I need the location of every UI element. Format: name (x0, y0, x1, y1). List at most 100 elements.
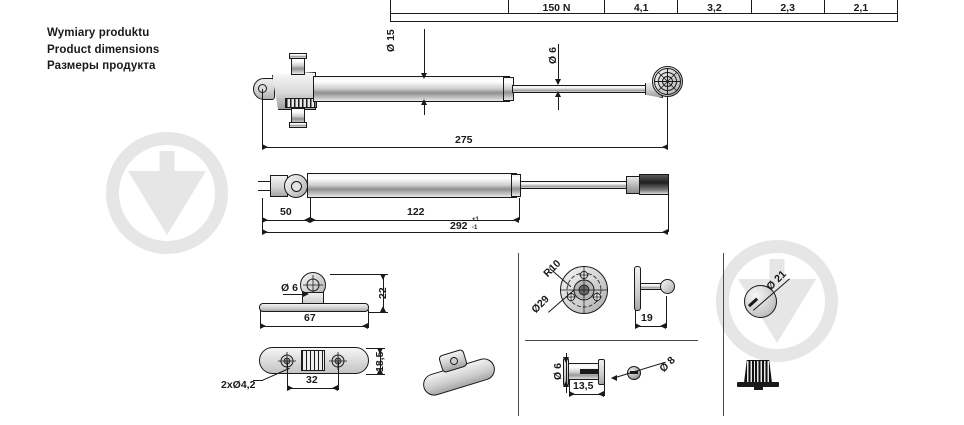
spec-table-last-row: 150 N 4,1 3,2 2,3 2,1 (390, 0, 898, 14)
view1-cylinder-diameter-label: Ø 15 (385, 29, 397, 52)
view2-end-fitting-block (639, 174, 669, 195)
view3-dim22-label: 22 (377, 287, 389, 299)
view2-dim50-arrow-left (262, 217, 268, 223)
view1-diameter-ext-line2 (424, 101, 425, 115)
view2-right-extension-line (668, 195, 669, 232)
view4-dim32-arrow-left (287, 385, 293, 391)
view5-dim19-ext-right (666, 296, 667, 328)
view4-dim32-ext-left (287, 362, 288, 390)
view4-holes-leader-h (253, 380, 263, 381)
view1-bracket-stud-bottom-cap (289, 122, 307, 128)
view5-dim19-arrow-right (660, 323, 666, 329)
view3-dim67-ext-right (368, 310, 369, 328)
table-cell: 3,2 (678, 0, 752, 13)
view8-plug-body (744, 360, 772, 383)
view2-fork-prong-bottom (258, 190, 276, 191)
detail-panel-divider (525, 340, 698, 341)
view2-total-arrow-right (662, 229, 668, 235)
view2-total-arrow-left (262, 229, 268, 235)
title-pl: Wymiary produktu (47, 27, 150, 39)
view3-pin-leader (283, 294, 307, 295)
view1-length-arrow-right (662, 144, 668, 150)
view1-rod-ext-line (558, 44, 559, 84)
view3-pin-diameter-label: Ø 6 (281, 282, 298, 294)
view3-dim22-line (383, 274, 384, 312)
view6-dim135-label: 13,5 (573, 380, 594, 392)
view4-dim32-label: 32 (306, 374, 318, 386)
view2-dim122-arrow-left (310, 217, 316, 223)
view1-diameter-ext-line (424, 29, 425, 77)
view8-plug-flange (737, 382, 779, 387)
view8-plug-tip (754, 386, 763, 390)
view2-piston-rod (520, 181, 630, 189)
view3-dim67-label: 67 (304, 312, 316, 324)
view2-50-extension-line (310, 198, 311, 220)
page-title-block: Wymiary produktu Product dimensions Разм… (47, 25, 159, 75)
view5-dim19-ext-left (635, 310, 636, 328)
view1-bracket-stud-top (291, 57, 305, 75)
view5-flange-detail (560, 266, 608, 314)
view6-ball-diameter-label: Ø 8 (657, 354, 678, 375)
view3-dim22-ext-top (330, 274, 388, 275)
view6-dim135-arrow-right (598, 391, 604, 397)
watermark-left (106, 132, 228, 254)
view3-dim22-arrow-bottom (380, 306, 386, 312)
view3-dim67-line (260, 326, 368, 327)
view1-cylinder-body (313, 76, 510, 102)
view1-piston-rod (512, 85, 650, 93)
view6-diameter-arrow-bottom (563, 381, 569, 387)
view1-eyelet-centerline (262, 89, 263, 147)
view2-total-label: 292 (450, 220, 468, 232)
view4-dim32-arrow-right (332, 385, 338, 391)
spec-table-bottom-edge (390, 14, 898, 22)
view1-diameter-arrow-bottom (421, 99, 427, 105)
view2-dim122-line (310, 220, 519, 221)
view1-length-dim-line (262, 147, 668, 148)
view6-dim135-arrow-left (569, 391, 575, 397)
view2-end-collar (626, 176, 640, 194)
table-cell: 2,1 (853, 1, 869, 14)
view1-rod-diameter-label: Ø 6 (547, 47, 559, 64)
view3-dim67-arrow-left (260, 323, 266, 329)
table-cell: 2,3 (752, 0, 825, 13)
view2-dim122-arrow-right (513, 217, 519, 223)
view2-tolerance-minus: -1 (472, 225, 478, 231)
view1-rod-arrow-bottom (555, 91, 561, 97)
view6-dim135-ext-right (604, 380, 605, 396)
view6-stud-diameter-label: Ø 6 (552, 363, 564, 380)
view6-diameter-arrow-top (563, 357, 569, 363)
view4-holes-label: 2xØ4,2 (221, 379, 256, 391)
view1-diameter-arrow-top (421, 73, 427, 79)
view6-ball-leader-arrow (611, 375, 617, 381)
title-ru: Размеры продукта (47, 60, 156, 72)
view2-dim50-label: 50 (280, 206, 292, 218)
view6-dim135-line (569, 394, 604, 395)
view4-dim32-line (287, 388, 338, 389)
view2-fork-prong-top (258, 181, 276, 182)
view1-rod-arrow-top (555, 79, 561, 85)
view4-dim185-label: 18,5 (374, 351, 386, 372)
view2-122-extension-line (519, 198, 520, 220)
view2-left-extension-line (262, 198, 263, 232)
view2-eyelet-hole (291, 181, 302, 192)
view3-dim22-arrow-top (380, 274, 386, 280)
view1-ring-eye-hatch (654, 68, 681, 95)
table-cell (391, 0, 509, 13)
view3-dim67-arrow-right (362, 323, 368, 329)
view6-stud-groove (580, 369, 598, 374)
view3-base-plate (259, 303, 369, 312)
view4-dim185-ext-bottom (366, 374, 385, 375)
view2-tolerance-plus: +1 (472, 217, 479, 223)
view1-length-arrow-left (262, 144, 268, 150)
view5-dim19-line (635, 326, 666, 327)
view1-bracket-stud-top-cap (289, 53, 307, 59)
watermark-triangle (128, 171, 206, 235)
view6-ball-slot (630, 371, 638, 374)
view4-center-boss (301, 350, 325, 371)
view1-rod-ext-line2 (558, 94, 559, 110)
view3-dim22-ext-bottom (369, 312, 388, 313)
view7-cap-circle (744, 285, 777, 318)
view3-pin-leader-arrow (303, 291, 309, 297)
view5-dim19-label: 19 (641, 312, 653, 324)
view4-dim185-arrow-bottom (377, 368, 383, 374)
